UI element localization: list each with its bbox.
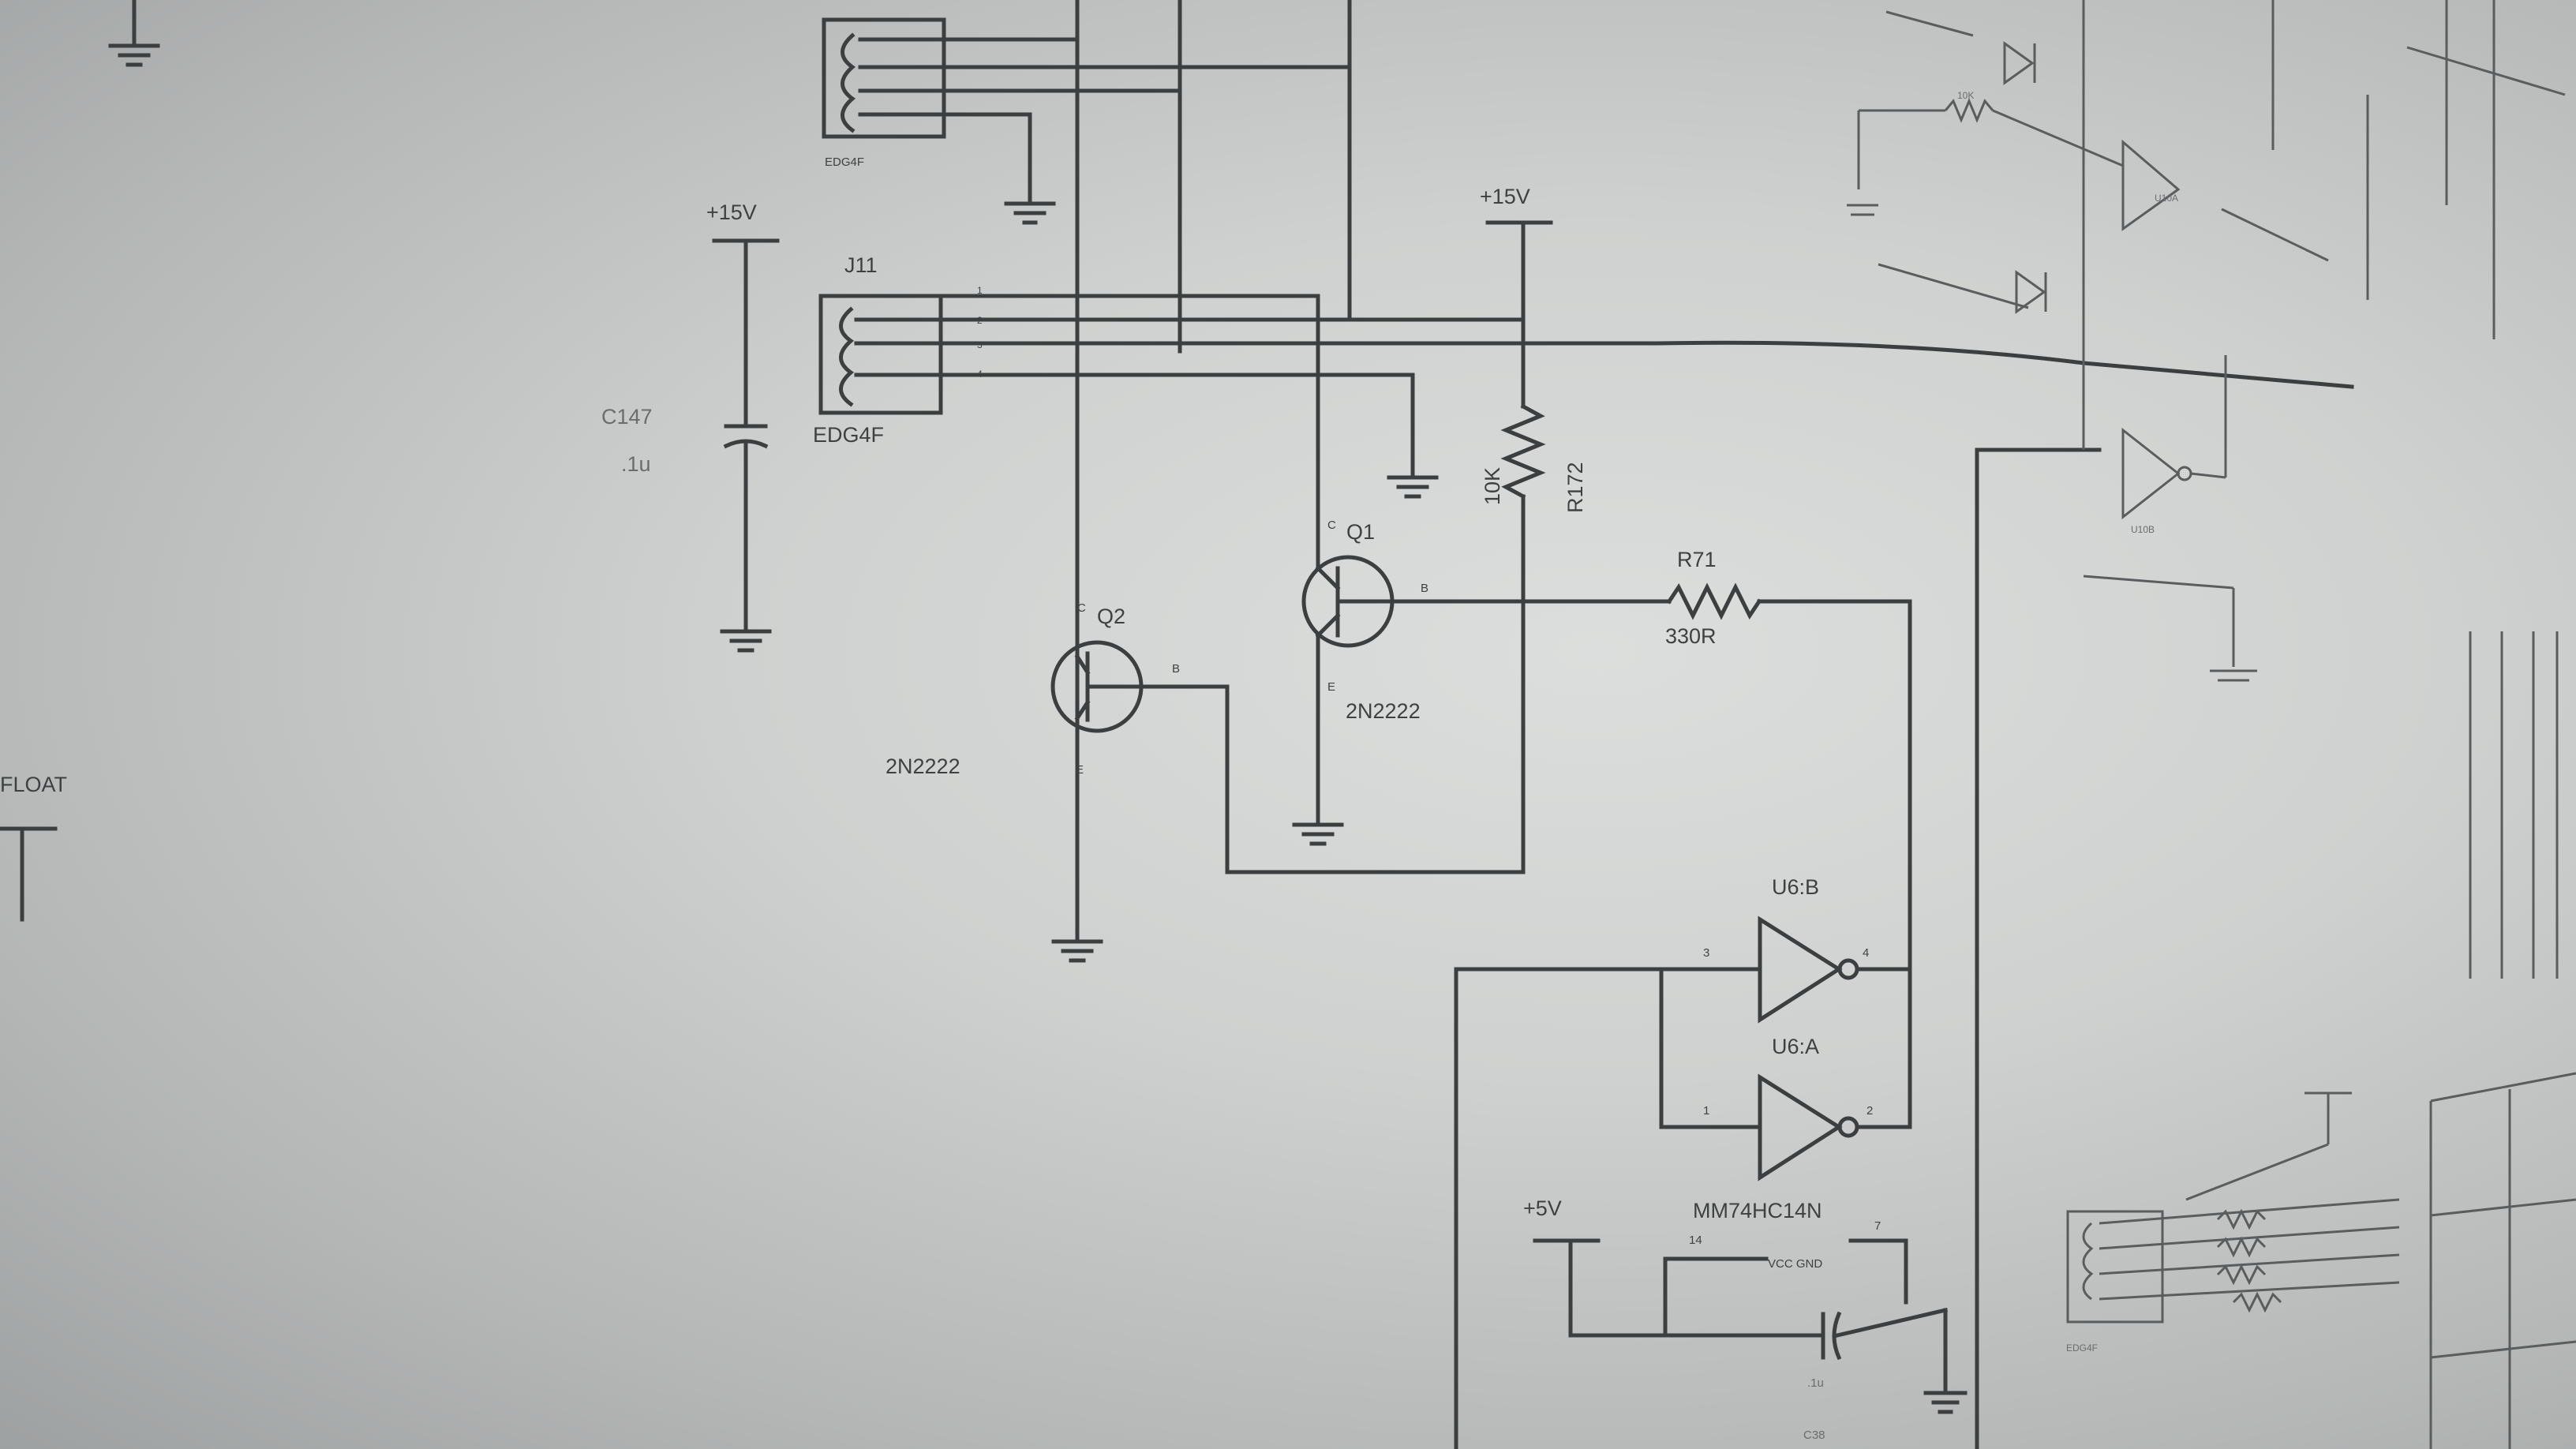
q1-base-pin: B (1421, 582, 1428, 595)
u10b-label: U10B (2131, 524, 2155, 535)
transistor-q2: C Q2 B E 2N2222 (886, 601, 1180, 778)
inverter-u10b: U10B (2083, 355, 2257, 682)
j11-label: J11 (844, 253, 878, 277)
connector-edg4f-top: EDG4F (822, 17, 1352, 204)
u6b-pin-3: 3 (1703, 946, 1709, 960)
supply-plus15v-left: +15V (706, 200, 780, 429)
resistor-r172: 10K R172 (1481, 403, 1587, 874)
capacitor-c38: .1u C38 (1803, 1307, 1949, 1442)
ground-symbol-edg4f-top (1004, 201, 1056, 225)
vcc-pin-14: 14 (1689, 1234, 1702, 1247)
float-fragment: FLOAT (0, 773, 67, 922)
ground-symbol-j11 (1387, 475, 1439, 499)
r71-ref-label: R71 (1677, 548, 1717, 571)
edg4f-j11-label: EDG4F (813, 423, 884, 447)
edg4f-top-label: EDG4F (825, 155, 864, 169)
u10a-label: U10A (2155, 193, 2178, 204)
resistor-r71: R71 330R (1665, 548, 1912, 1115)
c38-value-label: .1u (1807, 1376, 1824, 1390)
q2-emitter-pin: E (1076, 763, 1084, 777)
vcc-gnd-label: VCC GND (1768, 1257, 1822, 1271)
q1-ref-label: Q1 (1346, 520, 1375, 544)
r172-value-label: 10K (1481, 467, 1504, 505)
c147-value-label: .1u (621, 452, 651, 476)
connector-edg4f-lower-right: EDG4F (2066, 1198, 2400, 1354)
j11-pin-1: 1 (977, 285, 983, 296)
q2-collector-pin: C (1077, 601, 1086, 615)
r10k-small-label: 10K (1957, 90, 1974, 101)
q2-part-label: 2N2222 (886, 754, 960, 778)
u6a-ref-label: U6:A (1772, 1035, 1819, 1058)
ground-symbol-q1 (1292, 822, 1344, 846)
u6b-pin-4: 4 (1863, 946, 1869, 960)
u6b-ref-label: U6:B (1772, 875, 1819, 899)
r172-ref-label: R172 (1563, 462, 1587, 513)
supply-plus5v: +5V (1523, 1196, 1825, 1338)
plus15v-top-label: +15V (1480, 185, 1530, 208)
mm74hc14n-label: MM74HC14N (1693, 1199, 1822, 1222)
c38-ref-label: C38 (1803, 1428, 1825, 1442)
plus5v-label: +5V (1523, 1196, 1562, 1220)
ground-symbol-q2 (1051, 939, 1103, 963)
u6a-pin-2: 2 (1866, 1104, 1873, 1118)
resistor-network-lower-right (2185, 1091, 2352, 1313)
c147-ref-label: C147 (601, 405, 653, 429)
inverter-u6a: U6:A 1 2 (1659, 1035, 1912, 1181)
plus15v-left-label: +15V (706, 200, 757, 224)
u6a-pin-1: 1 (1703, 1104, 1709, 1118)
connector-j11: J11 1 2 3 4 EDG4F (813, 253, 983, 447)
inverter-u6b: U6:B 3 4 (1659, 875, 1912, 1024)
q1-emitter-pin: E (1327, 680, 1335, 694)
title-block-fragment (2429, 1072, 2576, 1449)
q2-ref-label: Q2 (1097, 605, 1125, 628)
transistor-q1: C Q1 B E 2N2222 (1301, 519, 1428, 723)
ground-symbol-top-left (108, 0, 160, 67)
ic-mm74hc14n-power: MM74HC14N 14 7 VCC GND (1663, 1199, 1908, 1338)
r71-value-label: 330R (1665, 624, 1717, 648)
q1-collector-pin: C (1327, 519, 1336, 532)
edg4f-lower-right-label: EDG4F (2066, 1342, 2098, 1354)
gnd-pin-7: 7 (1874, 1219, 1881, 1233)
q1-part-label: 2N2222 (1346, 699, 1421, 723)
supply-plus15v-top: +15V (1480, 185, 1553, 409)
ground-symbol-c38 (1923, 1391, 1968, 1414)
q2-base-pin: B (1172, 662, 1180, 676)
float-label: FLOAT (0, 773, 67, 796)
wire-j11-pin3 (854, 340, 2354, 389)
faint-region-upper-right: 10K U10A (1847, 0, 2566, 450)
faint-wires-far-right (2469, 631, 2559, 979)
capacitor-c147: C147 .1u (601, 405, 772, 653)
